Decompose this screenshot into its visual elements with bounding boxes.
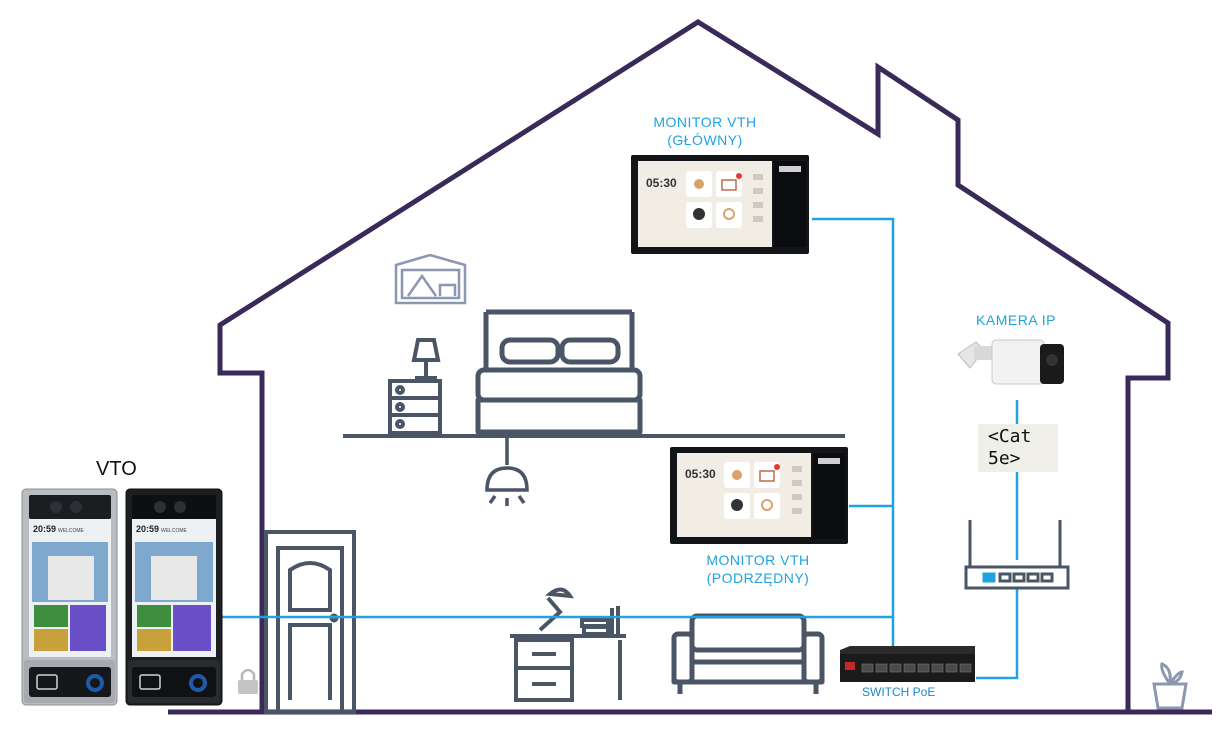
nightstand-icon <box>388 379 442 435</box>
vto2-welcome: WELCOME <box>161 528 188 534</box>
monitor-main-label-line2: (GŁÓWNY) <box>667 132 743 148</box>
monitor-vth-main <box>631 155 809 254</box>
vto-door-station-black <box>125 488 223 706</box>
vto-door-station-silver <box>21 488 118 706</box>
cable-type-label: <Cat 5e> <box>978 424 1058 472</box>
vto-label: VTO <box>96 458 137 480</box>
monitor-vth-sub <box>670 447 848 544</box>
poe-switch-icon <box>840 646 975 682</box>
cable-type-line1: <Cat <box>988 426 1032 447</box>
ip-camera-icon <box>957 339 1064 385</box>
monitor-sub-time: 05:30 <box>685 467 716 481</box>
monitor-sub-label-line1: MONITOR VTH <box>706 552 810 568</box>
plant-pot-icon <box>1152 662 1188 710</box>
monitor-sub-label: MONITOR VTH (PODRZĘDNY) <box>684 551 832 587</box>
door-icon <box>264 530 356 714</box>
ceiling-lamp-icon <box>485 438 529 506</box>
monitor-main-label: MONITOR VTH (GŁÓWNY) <box>640 113 770 149</box>
monitor-main-time: 05:30 <box>646 176 677 190</box>
vto1-time: 20:59 <box>33 524 56 534</box>
table-lamp-icon <box>411 338 441 380</box>
network-cables <box>222 217 1019 680</box>
sofa-icon <box>671 613 825 694</box>
vto1-welcome: WELCOME <box>58 528 85 534</box>
desk-icon <box>510 587 626 702</box>
bed-icon <box>475 309 643 436</box>
monitor-main-label-line1: MONITOR VTH <box>653 114 757 130</box>
switch-label: SWITCH PoE <box>862 685 936 699</box>
vto2-time: 20:59 <box>136 524 159 534</box>
cable-type-line2: 5e> <box>988 448 1021 469</box>
picture-frame-icon <box>394 253 467 305</box>
router-icon <box>964 520 1070 590</box>
camera-label: KAMERA IP <box>976 312 1056 328</box>
monitor-sub-label-line2: (PODRZĘDNY) <box>706 570 810 586</box>
padlock-icon <box>238 668 258 694</box>
